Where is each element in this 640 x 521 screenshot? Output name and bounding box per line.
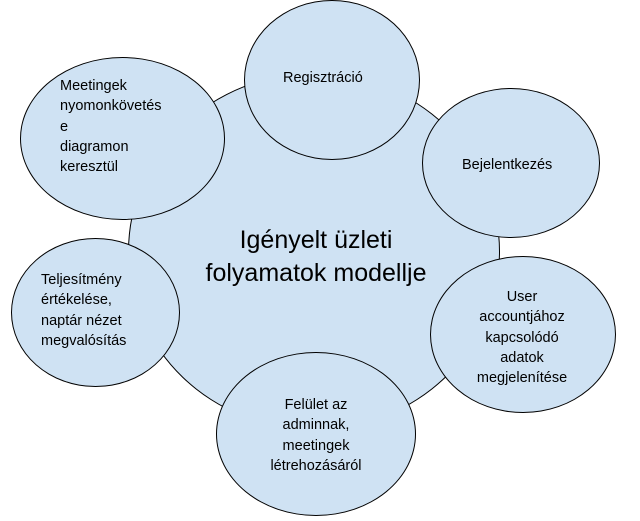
registration-label: Regisztráció bbox=[283, 70, 363, 86]
performance-node bbox=[11, 238, 180, 387]
center-label: Igényelt üzleti folyamatok modellje bbox=[205, 226, 427, 287]
performance-label: Teljesítmény értékelése, naptár nézet me… bbox=[41, 272, 127, 349]
meeting-tracking-node bbox=[20, 57, 225, 220]
user-data-node bbox=[430, 256, 616, 413]
admin-interface-node bbox=[216, 352, 416, 516]
registration-node bbox=[244, 0, 420, 160]
user-data-label: User accountjához kapcsolódó adatok megj… bbox=[476, 289, 568, 387]
login-label: Bejelentkezés bbox=[462, 157, 553, 173]
meeting-tracking-label: Meetingek nyomonkövetés e diagramon kere… bbox=[60, 78, 162, 176]
login-node bbox=[422, 88, 600, 238]
admin-interface-label: Felület az adminnak, meetingek létrehozá… bbox=[270, 397, 362, 474]
